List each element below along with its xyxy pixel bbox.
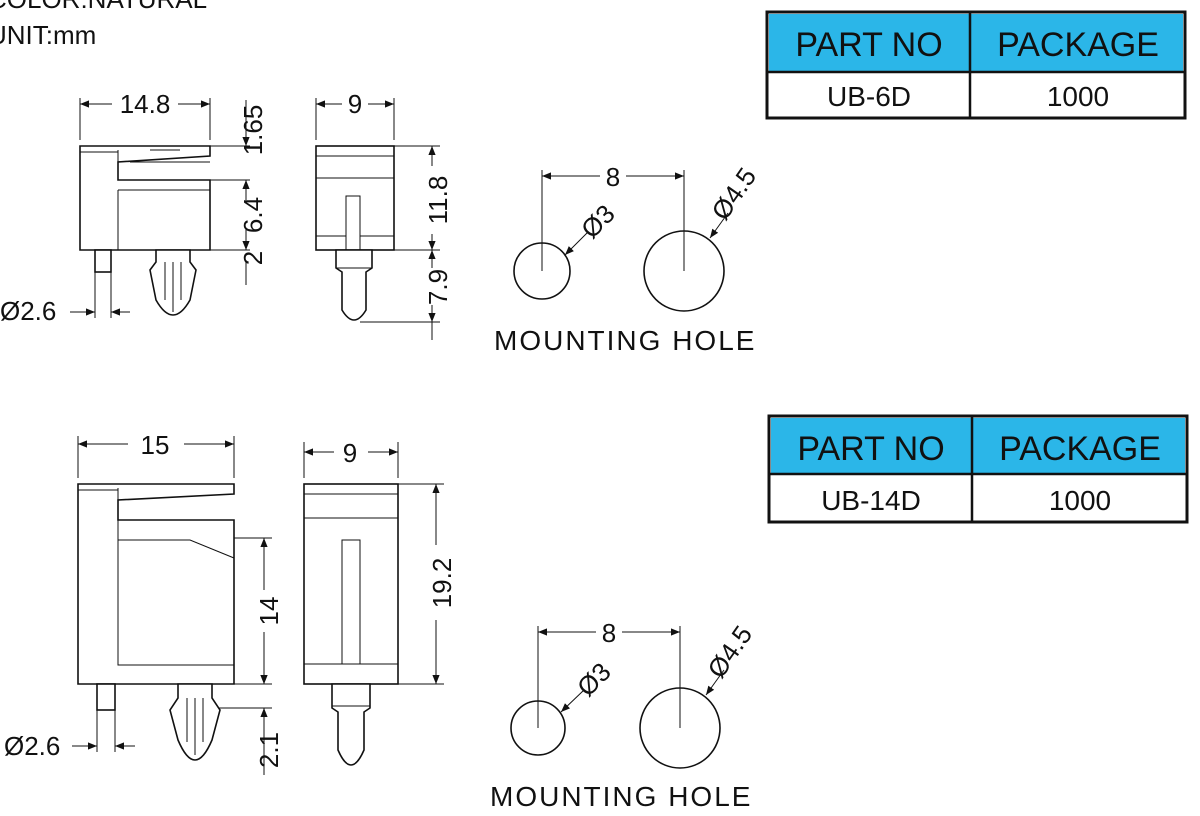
- table-header-bg: [769, 14, 1183, 72]
- ub6d-height-label: 11.8: [423, 176, 453, 225]
- ub6d-top-offset-label: 1.65: [238, 105, 268, 156]
- large-hole-diameter-label: Ø4.5: [701, 620, 758, 683]
- part-table-ub14d: PART NO PACKAGE UB-14D 1000: [767, 414, 1189, 524]
- ub6d-side-width-label: 9: [348, 89, 362, 119]
- part-number-cell: UB-14D: [821, 485, 921, 516]
- mounting-hole-caption: MOUNTING HOLE: [494, 325, 756, 356]
- ub14d-pin-length-label: 2.1: [254, 732, 284, 768]
- part-table-ub6d: PART NO PACKAGE UB-6D 1000: [765, 10, 1187, 120]
- mounting-hole-bottom: 8 Ø3 Ø4.5 MOUNTING HOLE: [490, 618, 758, 812]
- ub14d-side-width-label: 9: [343, 438, 357, 468]
- package-cell: 1000: [1049, 485, 1111, 516]
- ub14d-mid-height-label: 14: [254, 597, 284, 626]
- ub6d-front-view: 14.8 1.65 6.4 2 Ø2.6: [0, 89, 268, 326]
- color-note: COLOR:NATURAL: [0, 0, 207, 14]
- ub14d-front-view: 15 14 2.1 Ø2.6: [4, 430, 284, 775]
- table-header-package: PACKAGE: [997, 26, 1159, 64]
- hole-spacing-label: 8: [606, 162, 620, 192]
- unit-note: UNIT:mm: [0, 20, 96, 50]
- table-header-bg: [771, 418, 1185, 474]
- part-number-cell: UB-6D: [827, 81, 911, 112]
- ub6d-width-label: 14.8: [120, 89, 171, 119]
- small-hole-diameter-label: Ø3: [575, 199, 621, 245]
- ub14d-side-view: 9 19.2: [303, 438, 457, 766]
- ub6d-pin-length-label: 7.9: [423, 269, 453, 305]
- package-cell: 1000: [1047, 81, 1109, 112]
- ub14d-width-label: 15: [141, 430, 170, 460]
- table-header-part-no: PART NO: [797, 430, 944, 468]
- mounting-hole-caption: MOUNTING HOLE: [490, 781, 752, 812]
- ub14d-pin-diameter-label: Ø2.6: [4, 731, 60, 761]
- ub6d-mid-height-label: 6.4: [238, 197, 268, 233]
- table-header-part-no: PART NO: [795, 26, 942, 64]
- ub6d-pin-diameter-label: Ø2.6: [0, 296, 56, 326]
- hole-spacing-label: 8: [602, 618, 616, 648]
- mounting-hole-top: 8 Ø3 Ø4.5 MOUNTING HOLE: [494, 162, 762, 356]
- ub6d-side-view: 9 11.8 7.9: [315, 89, 453, 340]
- ub6d-low-offset-label: 2: [238, 251, 268, 265]
- table-header-package: PACKAGE: [999, 430, 1161, 468]
- ub14d-height-label: 19.2: [427, 558, 457, 609]
- large-hole-diameter-label: Ø4.5: [705, 162, 762, 225]
